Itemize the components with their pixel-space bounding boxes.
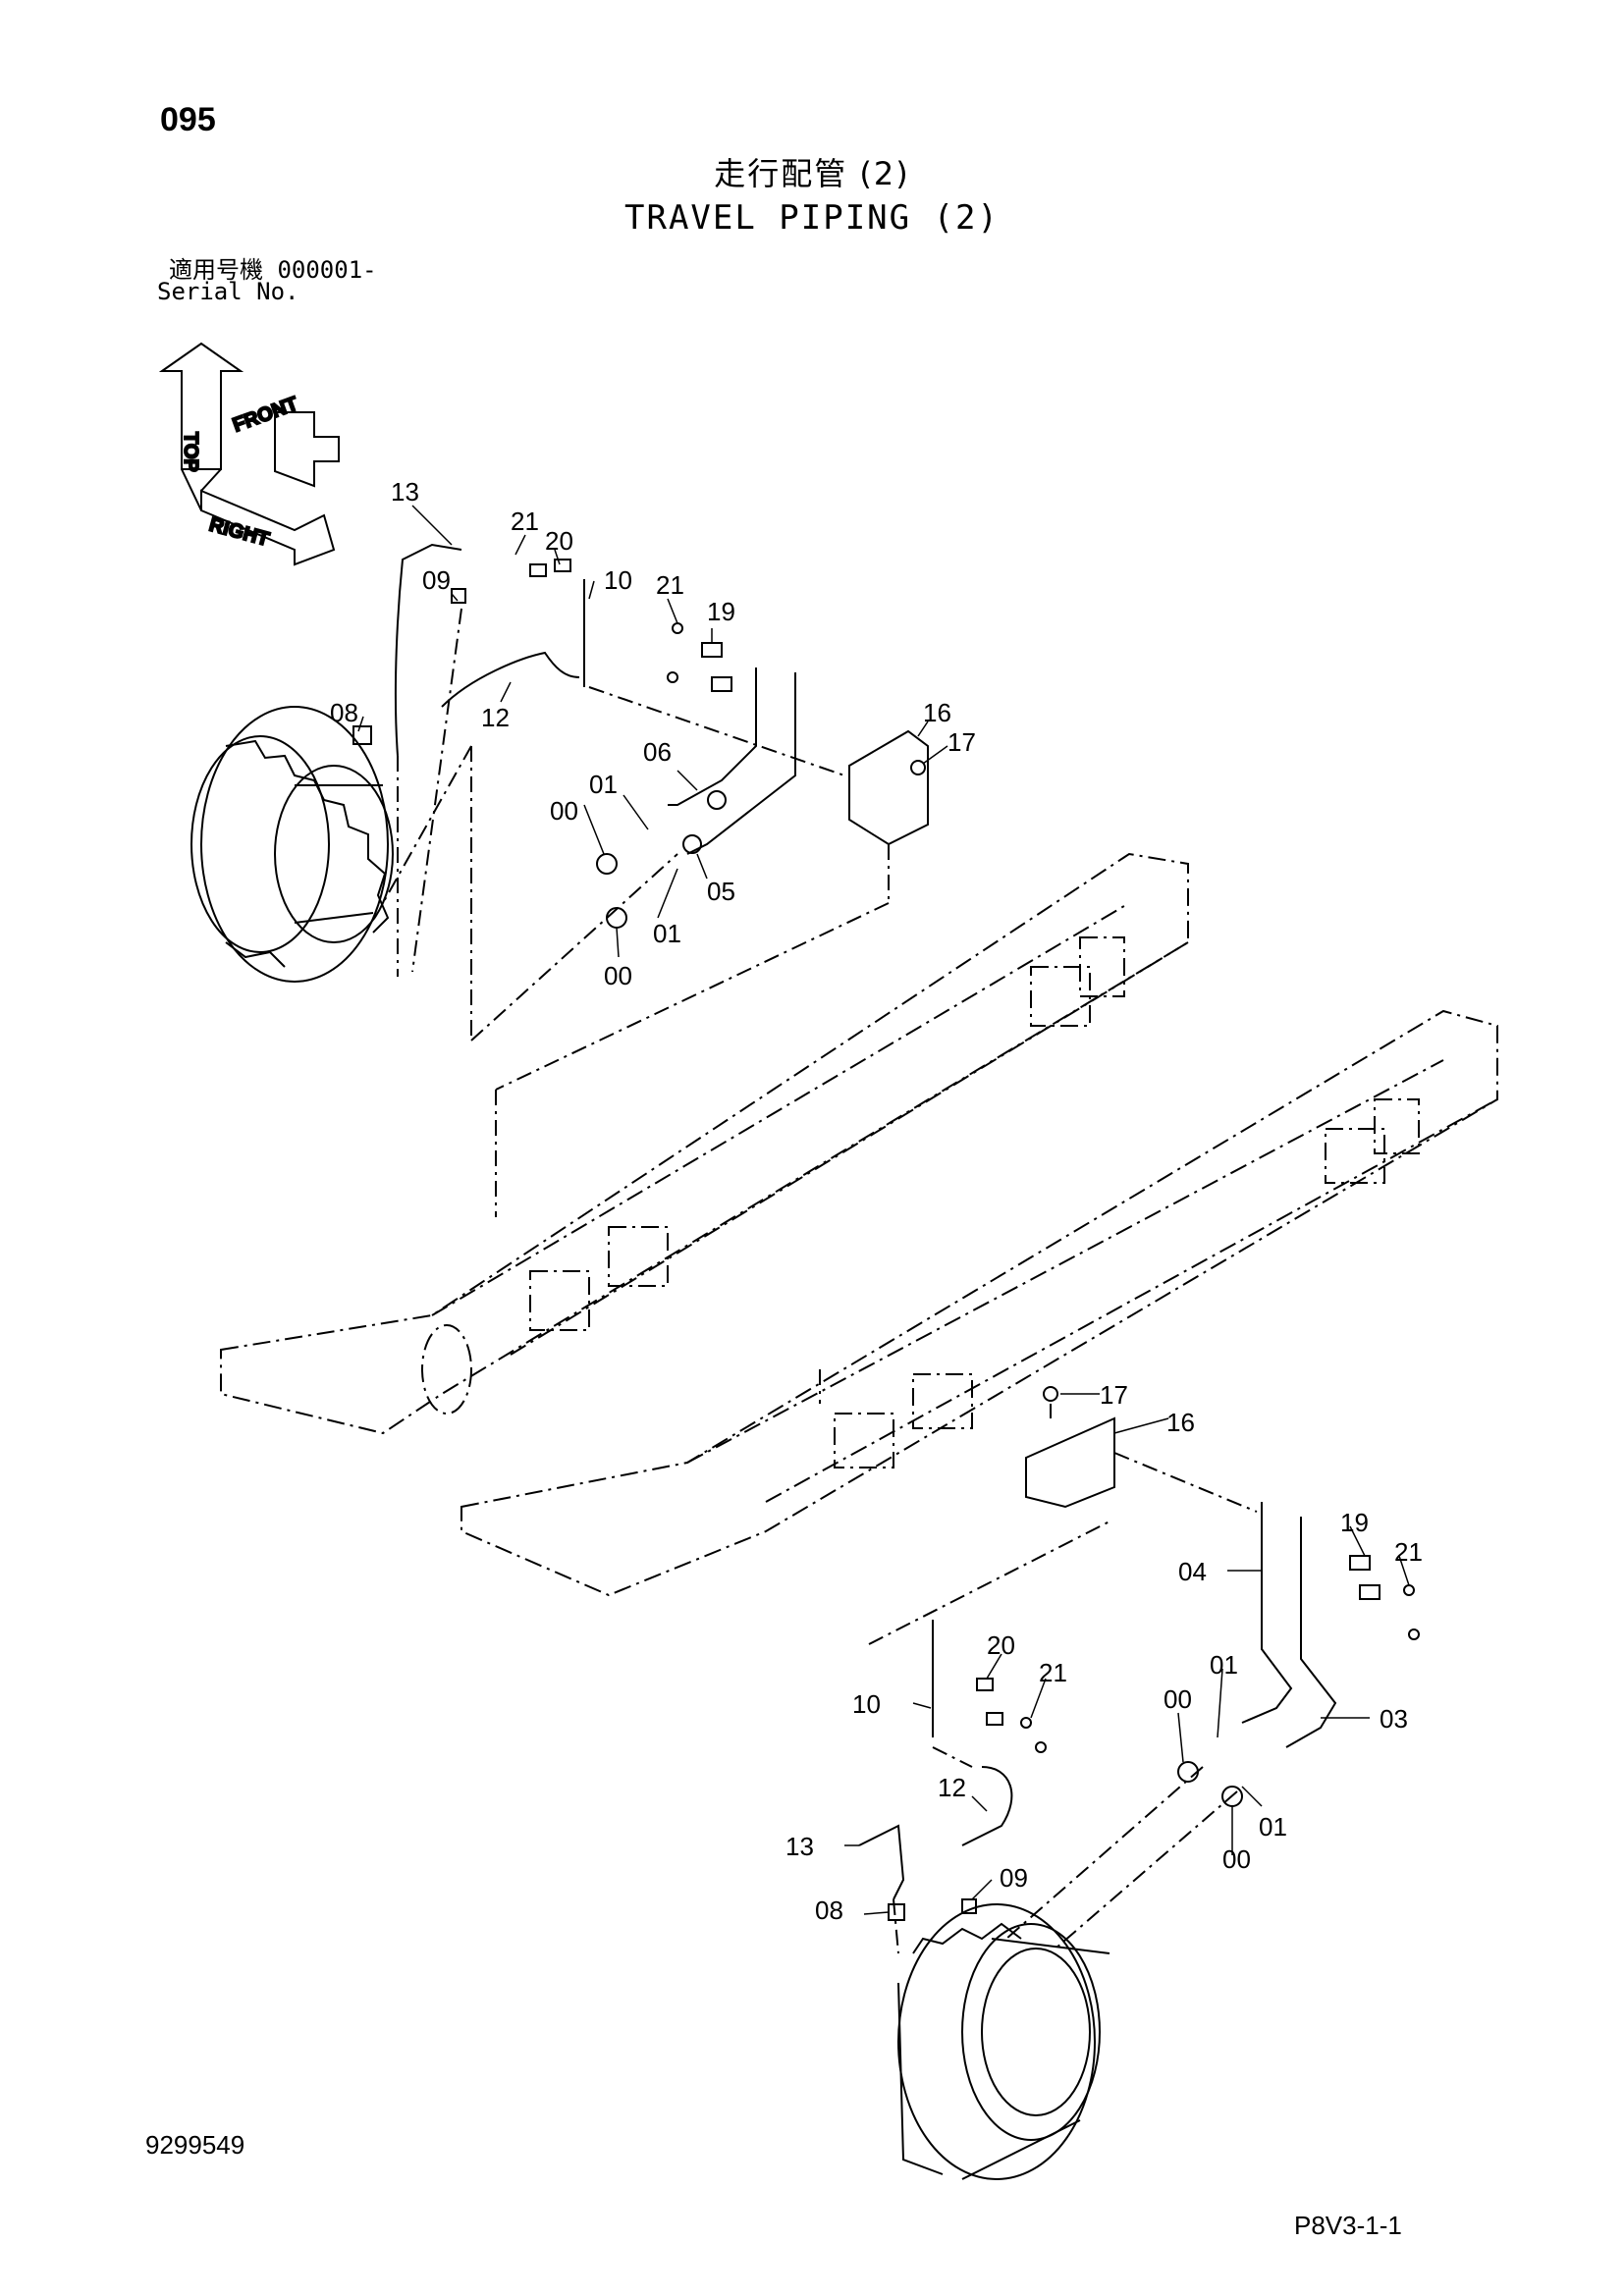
bolt-21-b (667, 671, 678, 683)
callout-21-lower-b: 21 (1039, 1658, 1067, 1687)
plug-00-b (606, 907, 627, 929)
bolt-21-c (1403, 1584, 1415, 1596)
callout-00-upper-a: 00 (550, 796, 578, 826)
callout-10-lower: 10 (852, 1689, 881, 1719)
callout-12-lower: 12 (938, 1773, 966, 1802)
clamp-19-c (1349, 1555, 1371, 1571)
track-frame-lower (460, 1009, 1498, 1597)
clamp-20-a (529, 563, 547, 577)
bolt-17-upper (910, 760, 926, 775)
callout-19-upper: 19 (707, 597, 735, 626)
callout-09-lower: 09 (1000, 1863, 1028, 1893)
bolt-21-f (1035, 1741, 1047, 1753)
serial-number-label: Serial No. (157, 278, 299, 305)
callout-08-upper: 08 (330, 698, 358, 727)
hose-13-lower (858, 1824, 905, 1900)
plug-00-a (596, 853, 618, 875)
leader-lines (357, 505, 1410, 1915)
clamp-19-a (701, 642, 723, 658)
drawing-number: 9299549 (145, 2130, 245, 2160)
serial-applicable-label: 適用号機 000001- (169, 256, 377, 284)
orientation-indicator (158, 342, 340, 566)
callout-00-lower-b: 00 (1222, 1844, 1251, 1874)
sheet-reference: P8V3-1-1 (1294, 2211, 1402, 2240)
plug-00-c (1177, 1761, 1199, 1783)
callout-13-upper: 13 (391, 477, 419, 507)
callout-08-lower: 08 (815, 1896, 843, 1925)
pipe-04 (1241, 1502, 1293, 1724)
travel-motor-lower (897, 1903, 1110, 2180)
hose-12-lower (961, 1766, 1013, 1846)
callout-05: 05 (707, 877, 735, 906)
clamp-19-d (1359, 1584, 1380, 1600)
callout-20-upper: 20 (545, 526, 573, 556)
callout-21-lower-a: 21 (1394, 1537, 1423, 1567)
callout-01-lower-b: 01 (1259, 1812, 1287, 1842)
pipe-06 (668, 667, 757, 806)
callout-04: 04 (1178, 1557, 1207, 1586)
fitting-08-lower (888, 1903, 905, 1921)
callout-10-upper: 10 (604, 565, 632, 595)
bracket-16-upper (848, 729, 929, 846)
callout-00-upper-b: 00 (604, 961, 632, 990)
callout-17-lower: 17 (1100, 1380, 1128, 1410)
travel-motor-upper (190, 706, 394, 983)
callout-00-lower-a: 00 (1164, 1684, 1192, 1714)
bolt-21-e (1020, 1717, 1032, 1729)
callout-17-upper: 17 (947, 727, 976, 757)
callout-19-lower: 19 (1340, 1508, 1369, 1537)
hose-13-upper (394, 543, 462, 757)
pipe-03 (1285, 1517, 1337, 1748)
callout-21-upper-b: 21 (656, 570, 684, 600)
callout-20-lower: 20 (987, 1630, 1015, 1660)
track-frame-upper (220, 852, 1189, 1435)
clamp-20-b (554, 559, 571, 572)
callout-06: 06 (643, 737, 672, 767)
callout-21-upper-a: 21 (511, 507, 539, 536)
bracket-16-lower (1025, 1416, 1115, 1509)
fitting-09-lower (961, 1898, 977, 1914)
callouts: 13 21 20 09 10 21 19 08 12 16 17 06 01 0… (330, 477, 1423, 1925)
callout-01-upper-a: 01 (589, 770, 618, 799)
hose-12-upper (441, 651, 580, 708)
fitting-08-upper (352, 725, 372, 745)
callout-12-upper: 12 (481, 703, 510, 732)
clamp-19-b (711, 676, 732, 692)
page-number: 095 (160, 101, 216, 138)
bolt-17-lower (1043, 1386, 1058, 1402)
callout-03: 03 (1380, 1704, 1408, 1734)
bolt-21-a (672, 622, 683, 634)
callout-16-lower: 16 (1166, 1408, 1195, 1437)
clamp-20-d (986, 1712, 1003, 1726)
callout-01-lower-a: 01 (1210, 1650, 1238, 1680)
orientation-top-label: TOP (180, 432, 201, 472)
fitting-05-end (682, 834, 702, 854)
callout-13-lower: 13 (785, 1832, 814, 1861)
fitting-09-upper (451, 588, 466, 604)
center-lines-lower (819, 1369, 1258, 1954)
bolt-21-d (1408, 1629, 1420, 1640)
callout-01-upper-b: 01 (653, 919, 681, 948)
page-title-japanese: 走行配管 (2) (714, 155, 910, 192)
pipe-05 (686, 672, 796, 855)
center-lines-upper (382, 608, 890, 1217)
fitting-06-end (707, 790, 727, 810)
callout-16-upper: 16 (923, 698, 951, 727)
callout-09-upper: 09 (422, 565, 451, 595)
clamp-20-c (976, 1678, 994, 1691)
page-title-english: TRAVEL PIPING (2) (624, 198, 1000, 238)
